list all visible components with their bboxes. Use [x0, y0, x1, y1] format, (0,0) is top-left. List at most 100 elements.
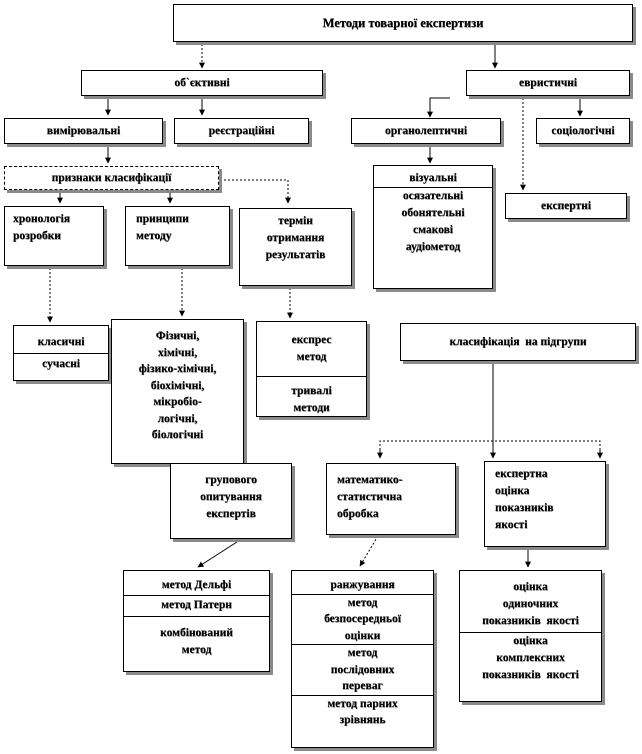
estimate-line-5: комплексних	[496, 652, 565, 664]
organo-item-2: осязательні	[402, 190, 464, 202]
principles-line-2: методу	[136, 230, 172, 242]
eval-line-1: експертна	[495, 468, 548, 480]
classic-line-2: сучасні	[42, 358, 80, 370]
long-line-1: тривалі	[291, 385, 332, 397]
chronology-node: хронологія розробки	[4, 206, 104, 266]
chronology-line-1: хронологія	[13, 213, 70, 225]
estimates-divider	[460, 632, 601, 633]
ranking-line-3: безпосередньої	[324, 613, 401, 625]
organoleptic-node: органолептичні	[351, 118, 501, 144]
math-line-3: обробка	[337, 508, 379, 520]
physical-node: Фізичні, хімічні, фізико-хімічні, біохім…	[111, 319, 244, 464]
physical-item-6: логічні,	[157, 412, 198, 425]
expert-eval-node: експертна оцінка показників якості	[484, 461, 606, 547]
ranking-divider-3	[292, 694, 433, 696]
math-line-2: статистична	[337, 491, 402, 503]
delphi-divider-2	[124, 616, 269, 617]
heuristic-node: евристичні	[466, 70, 630, 96]
survey-line-2: опитування	[200, 491, 262, 503]
estimate-line-4: оцінка	[513, 635, 548, 647]
expert-node: експертні	[505, 193, 627, 219]
organo-item-3: обонятельні	[401, 207, 465, 219]
arrow-features-term	[220, 179, 291, 204]
physical-item-2: хімічні,	[157, 346, 198, 359]
delphi-line-2: метод Патерн	[161, 599, 232, 611]
principles-line-1: принципи	[136, 213, 189, 225]
math-stat-node: математико- статистична обробка	[326, 463, 456, 535]
registration-node: реєстраційні	[174, 118, 309, 144]
organo-item-5: аудіометод	[405, 241, 461, 253]
delphi-line-4: метод	[181, 644, 212, 656]
express-line-1: експрес	[291, 334, 332, 346]
objective-label: об`єктивні	[174, 77, 230, 89]
term-node: термін отримання результатів	[239, 208, 352, 286]
ranking-line-9: зрівнянь	[339, 714, 386, 726]
ranking-node: ранжування метод безпосередньої оцінки м…	[291, 570, 434, 748]
ranking-line-1: ранжування	[330, 579, 395, 591]
eval-line-2: оцінка	[495, 485, 530, 497]
arrow-heuristic-organoleptic	[427, 97, 450, 118]
survey-line-1: групового	[205, 474, 257, 486]
physical-item-5: мікробіо-	[153, 396, 202, 408]
eval-line-4: якості	[495, 519, 528, 531]
delphi-divider-1	[124, 595, 269, 596]
objective-node: об`єктивні	[81, 70, 323, 96]
ranking-line-4: оцінки	[344, 629, 381, 642]
ranking-divider-1	[292, 593, 433, 595]
subgroup-label: класифікація на підгрупи	[449, 336, 587, 348]
ranking-line-6: послідовних	[330, 663, 395, 676]
classic-node: класичні сучасні	[13, 325, 109, 381]
physical-item-3: фізико-хімічні,	[138, 363, 217, 375]
organo-item-1: візуальні	[409, 172, 457, 184]
delphi-line-3: комбінований	[160, 627, 233, 639]
arrow-subgroup-branch	[379, 440, 601, 458]
expert-label: експертні	[541, 200, 591, 212]
arrow-math-ranking	[359, 535, 379, 567]
estimate-line-2: одиночних	[502, 598, 559, 610]
registration-label: реєстраційні	[208, 125, 275, 137]
chronology-line-2: розробки	[13, 230, 61, 242]
express-line-2: метод	[296, 351, 327, 363]
sociological-label: соціологічні	[551, 125, 615, 137]
physical-item-4: біохімічні,	[150, 379, 205, 392]
ranking-line-5: метод	[347, 647, 378, 659]
organoleptic-label: органолептичні	[384, 125, 468, 137]
measuring-node: вимірювальні	[4, 118, 163, 144]
organo-list-node: візуальні осязательні обонятельні смаков…	[373, 165, 493, 289]
express-divider	[257, 376, 366, 377]
long-line-2: методи	[293, 402, 330, 414]
ranking-line-7: переваг	[342, 680, 383, 692]
eval-line-3: показників	[495, 502, 554, 514]
term-line-1: термін	[278, 215, 313, 227]
heuristic-label: евристичні	[518, 77, 578, 89]
ranking-divider-2	[292, 644, 433, 645]
delphi-node: метод Дельфі метод Патерн комбінований м…	[123, 570, 270, 672]
organo-item-4: смакові	[413, 224, 453, 236]
survey-line-3: експертів	[206, 508, 256, 520]
group-survey-node: групового опитування експертів	[170, 463, 292, 539]
features-node: признаки класифікації	[4, 166, 219, 190]
math-line-1: математико-	[337, 474, 403, 486]
classic-divider	[14, 353, 108, 354]
measuring-label: вимірювальні	[46, 125, 121, 137]
ranking-line-2: метод	[347, 596, 378, 609]
delphi-line-1: метод Дельфі	[161, 579, 232, 591]
estimate-line-3: показників якості	[482, 615, 579, 627]
arrow-survey-delphi	[197, 539, 241, 568]
express-node: експрес метод тривалі методи	[256, 321, 367, 417]
estimate-line-6: показників якості	[482, 669, 579, 681]
root-label: Методи товарної експертизи	[322, 15, 484, 30]
root-node: Методи товарної експертизи	[173, 4, 633, 42]
classic-line-1: класичні	[37, 336, 85, 348]
estimates-node: оцінка одиночних показників якості оцінк…	[459, 570, 602, 702]
sociological-node: соціологічні	[536, 118, 630, 144]
ranking-line-8: метод парних	[327, 697, 398, 710]
features-label: признаки класифікації	[51, 172, 172, 184]
term-line-2: отримання	[266, 232, 325, 244]
estimate-line-1: оцінка	[513, 581, 548, 593]
physical-item-1: Фізичні,	[155, 330, 200, 342]
physical-item-7: біологічні	[151, 429, 204, 441]
principles-node: принципи методу	[125, 206, 230, 266]
term-line-3: результатів	[265, 249, 326, 261]
